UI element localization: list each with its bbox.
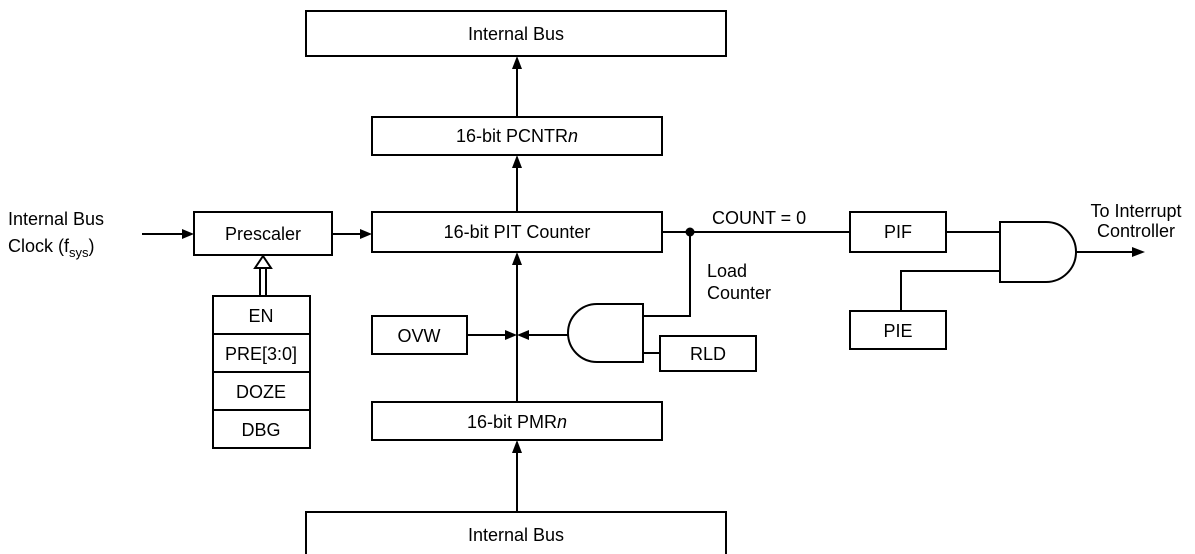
load-and-gate <box>567 303 644 363</box>
pie-block: PIE <box>849 310 947 350</box>
arrowheads <box>182 56 1145 453</box>
internal-bus-top-label: Internal Bus <box>468 24 564 44</box>
control-bit-doze: DOZE <box>236 382 286 402</box>
load-arrowhead <box>517 330 529 340</box>
control-bit-en: EN <box>248 306 273 326</box>
control-bit-pre: PRE[3:0] <box>225 344 297 364</box>
load-counter-label-line2: Counter <box>707 283 771 303</box>
pcntr-block: 16-bit PCNTRn <box>371 116 663 156</box>
pcntr-in-arrowhead <box>512 155 522 168</box>
load-counter-label-line1: Load <box>707 261 747 281</box>
bus-top-arrowhead <box>512 56 522 69</box>
interrupt-and-gate <box>999 221 1077 283</box>
pcntr-label-italic: n <box>568 126 578 146</box>
prescaler-label: Prescaler <box>225 224 301 244</box>
pcntr-label: 16-bit PCNTRn <box>456 126 578 146</box>
ovw-block: OVW <box>371 315 468 355</box>
count-zero-label: COUNT = 0 <box>712 208 806 228</box>
rld-label: RLD <box>690 344 726 364</box>
clock-label-subscript: sys <box>69 245 89 260</box>
pif-block: PIF <box>849 211 947 253</box>
count-junction-dot <box>685 227 695 237</box>
internal-bus-top-block: Internal Bus <box>305 10 727 57</box>
pie-label: PIE <box>883 321 912 341</box>
clock-label-suffix: ) <box>89 236 95 256</box>
rld-block: RLD <box>659 335 757 372</box>
control-bit-dbg: DBG <box>241 420 280 440</box>
interrupt-label-line1: To Interrupt <box>1090 201 1181 221</box>
internal-bus-bottom-block: Internal Bus <box>305 511 727 554</box>
prescaler-out-arrowhead <box>360 229 372 239</box>
interrupt-label-line2: Controller <box>1097 221 1175 241</box>
wires <box>142 67 1132 512</box>
clock-arrowhead <box>182 229 194 239</box>
clock-label-line2: Clock (fsys) <box>8 236 95 260</box>
pit-counter-label: 16-bit PIT Counter <box>444 222 591 242</box>
pmr-label-main: 16-bit PMR <box>467 412 557 432</box>
interrupt-arrowhead <box>1132 247 1145 257</box>
ovw-arrowhead <box>505 330 517 340</box>
pmr-label-italic: n <box>557 412 567 432</box>
pit-counter-block: 16-bit PIT Counter <box>371 211 663 253</box>
pmr-in-arrowhead <box>512 440 522 453</box>
pmr-block: 16-bit PMRn <box>371 401 663 441</box>
clock-label-line1: Internal Bus <box>8 209 104 229</box>
ovw-label: OVW <box>398 326 441 346</box>
pif-label: PIF <box>884 222 912 242</box>
control-bits-stack: EN PRE[3:0] DOZE DBG <box>212 295 311 449</box>
pcntr-label-main: 16-bit PCNTR <box>456 126 568 146</box>
pmr-label: 16-bit PMRn <box>467 412 567 432</box>
prescaler-block: Prescaler <box>193 211 333 256</box>
internal-bus-bottom-label: Internal Bus <box>468 525 564 545</box>
counter-in-arrowhead <box>512 252 522 265</box>
clock-label-prefix: Clock (f <box>8 236 70 256</box>
